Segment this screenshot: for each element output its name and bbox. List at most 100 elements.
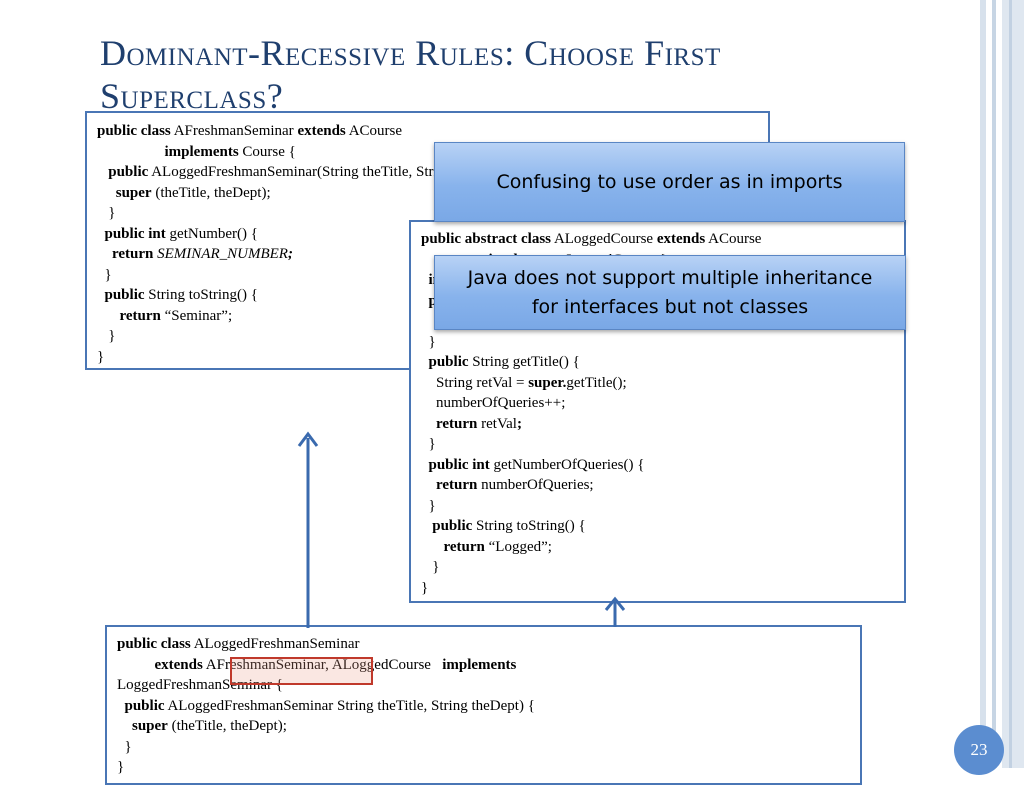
code-keyword: public — [124, 697, 165, 714]
code-text: ACourse — [705, 231, 762, 247]
code-keyword: implements — [164, 143, 239, 160]
code-keyword: return — [436, 477, 478, 493]
code-text — [117, 718, 132, 734]
code-text: ALoggedFreshmanSeminar — [190, 636, 360, 652]
code-keyword: public — [428, 354, 469, 370]
code-text: } — [97, 348, 105, 365]
code-line: } — [421, 557, 904, 578]
code-line: public class AFreshmanSeminar extends AC… — [97, 121, 768, 142]
code-keyword: extends — [656, 231, 706, 247]
arrow-to-freshman-seminar — [297, 431, 319, 628]
decor-stripe — [980, 0, 986, 768]
code-text: String getTitle() { — [468, 354, 580, 370]
callout-order-confusing: Confusing to use order as in imports — [434, 142, 905, 222]
code-text: SEMINAR_NUMBER — [157, 246, 288, 262]
code-keyword: public abstract class — [421, 231, 552, 247]
code-line: return “Logged”; — [421, 537, 904, 558]
code-text: (theTitle, theDept); — [151, 184, 271, 201]
code-line: } — [97, 203, 768, 224]
code-text — [117, 657, 155, 673]
code-text: } — [421, 559, 440, 575]
code-keyword: public class — [97, 123, 171, 139]
code-text — [421, 416, 436, 432]
code-text: } — [97, 328, 116, 344]
code-keyword: extends — [297, 123, 346, 139]
code-text — [421, 354, 429, 370]
code-line: } — [421, 332, 904, 353]
code-keyword: extends — [154, 656, 203, 673]
code-line: public int getNumberOfQueries() { — [421, 455, 904, 476]
code-text — [97, 246, 112, 262]
code-line: } — [117, 737, 860, 758]
code-text: retVal — [477, 415, 517, 432]
code-text: AFreshmanSeminar — [170, 123, 298, 139]
code-line: return retVal; — [421, 414, 904, 435]
code-text — [97, 164, 108, 180]
callout-text-line-1: Java does not support multiple inheritan… — [467, 266, 873, 289]
code-line: public String toString() { — [97, 285, 768, 306]
code-text — [421, 457, 429, 473]
code-keyword: implements — [442, 656, 517, 673]
code-line: super (theTitle, theDept); — [97, 183, 768, 204]
code-text: } — [421, 333, 436, 350]
code-keyword: return — [443, 538, 485, 555]
code-text — [97, 144, 165, 160]
code-line: numberOfQueries++; — [421, 393, 904, 414]
decor-stripe — [992, 0, 996, 768]
code-text — [421, 272, 429, 288]
code-text — [421, 293, 429, 309]
code-text: ALoggedCourse — [551, 231, 657, 247]
code-line: return numberOfQueries; — [421, 475, 904, 496]
code-text: “Logged”; — [484, 538, 552, 555]
code-text — [421, 539, 444, 555]
code-text: AFreshmanSeminar, ALoggedCourse — [202, 656, 443, 673]
code-line: } — [421, 578, 904, 599]
code-line: } — [421, 496, 904, 517]
code-keyword: return — [119, 307, 161, 324]
code-keyword: super — [132, 718, 168, 734]
superclass-highlight — [230, 657, 373, 685]
code-text: getNumberOfQueries() { — [489, 456, 645, 473]
code-text — [97, 308, 120, 324]
code-text — [97, 226, 105, 242]
arrow-to-logged-course — [604, 596, 626, 627]
slide-title: Dominant-Recessive Rules: Choose First S… — [100, 32, 960, 118]
code-text: } — [421, 436, 436, 452]
code-text: LoggedFreshmanSeminar { — [117, 677, 283, 693]
code-text: “Seminar”; — [160, 307, 233, 324]
code-line: public String getTitle() { — [421, 352, 904, 373]
code-text: getTitle(); — [566, 374, 627, 391]
code-text: } — [97, 205, 116, 221]
code-keyword: public — [108, 164, 149, 180]
code-text: } — [97, 266, 112, 283]
code-text: String retVal = — [421, 374, 529, 391]
code-text — [97, 185, 116, 201]
code-box-logged-freshman-seminar: public class ALoggedFreshmanSeminar exte… — [105, 625, 862, 785]
code-keyword: super. — [528, 374, 567, 391]
code-keyword: ; — [516, 415, 522, 432]
page-number-badge: 23 — [954, 725, 1004, 775]
code-line: LoggedFreshmanSeminar { — [117, 675, 860, 696]
code-text: getNumber() { — [165, 225, 258, 242]
code-line: } — [97, 326, 768, 347]
code-keyword: public — [432, 518, 473, 534]
code-text: ACourse — [345, 123, 403, 139]
code-line: public String toString() { — [421, 516, 904, 537]
code-text — [421, 518, 432, 534]
code-text: } — [421, 579, 429, 596]
code-keyword: public — [104, 287, 145, 303]
code-keyword: public class — [117, 636, 191, 652]
code-keyword: public int — [428, 456, 490, 473]
code-keyword: public int — [104, 225, 166, 242]
code-text: } — [117, 759, 125, 775]
code-text — [117, 698, 125, 714]
code-text: } — [421, 497, 436, 514]
code-keyword: return — [112, 246, 154, 262]
code-line: public class ALoggedFreshmanSeminar — [117, 634, 860, 655]
slide-title-line-1: Dominant-Recessive Rules: Choose First — [100, 33, 721, 73]
code-keyword: super — [115, 184, 152, 201]
callout-multiple-inheritance: Java does not support multiple inheritan… — [434, 255, 906, 330]
code-text — [421, 477, 436, 493]
callout-text: Confusing to use order as in imports — [496, 171, 843, 193]
code-line: String retVal = super.getTitle(); — [421, 373, 904, 394]
